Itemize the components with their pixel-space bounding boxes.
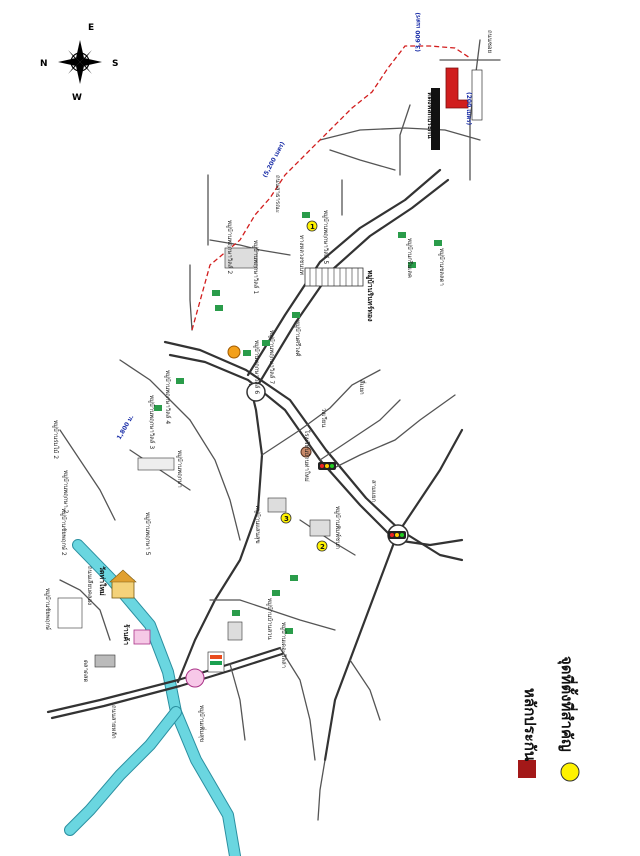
distance-label-1: (3,600 เมตร) (415, 12, 422, 52)
label-11: หมู่บ้านรินทร์ทอง (365, 270, 375, 322)
label-14: โรงเรียนบ้านท่าใหม่ (303, 430, 311, 482)
shop-icon (133, 629, 151, 645)
school-icon (94, 654, 116, 668)
distance-label-2: (5,200 เมตร) (262, 140, 287, 179)
label-02: หมู่บ้านพฤกษา 2 (62, 470, 69, 514)
label-03: หมู่บ้านร่มไม้ 2 (52, 420, 60, 459)
label-07: หมู่บ้านพฤกษา 5 (144, 512, 151, 556)
label-30: ถนนสาธารณะ (274, 175, 281, 213)
compass-rose: E N S W (40, 23, 118, 103)
legend: หลักประกัน จุดที่ตั้งที่สำคัญ (518, 656, 580, 782)
legend-label-landmark: จุดที่ตั้งที่สำคัญ (557, 656, 579, 752)
label-22: หมู่บ้านบ้านสวน (266, 598, 273, 640)
label-06: หมู่บ้านพฤกษาวิลล์ 4 (164, 370, 172, 424)
label-27: หมู่บ้านพิมพ์ชนก (334, 506, 342, 549)
major-roads (46, 168, 464, 762)
label-25: หมู่บ้านพฤกษาวิลล์ 2 (226, 220, 234, 274)
compass-e: E (88, 23, 94, 33)
label-34: สี่แยก (358, 380, 366, 395)
label-29: ที่ตั้งหลักประกัน (426, 92, 437, 139)
village-block-hatch (304, 267, 364, 287)
label-26: หมู่บ้านพฤกษาวิลล์ 5 (322, 210, 330, 264)
label-17: ร้านค้า (122, 624, 131, 645)
label-35: สามแยก (370, 480, 377, 502)
distance-label-4: 1,800 ม. (116, 414, 136, 441)
route-to-collateral (191, 45, 471, 331)
label-28: หมู่บ้านเพิ่มสุข (198, 705, 206, 742)
label-13: หมู่บ้านชลลดา (438, 248, 445, 286)
marker-2: 2 (316, 540, 328, 552)
gas-station-icon (227, 345, 241, 359)
temple-icon (109, 569, 137, 599)
marker-1: 1 (306, 220, 318, 232)
marker-2-label: 2 (320, 543, 325, 551)
compass-n: N (40, 59, 48, 69)
minor-roads (59, 39, 501, 821)
label-04: หมู่บ้านพฤกษา (176, 450, 183, 488)
distance-label-3: (200 เมตร) (465, 92, 472, 125)
label-15: ถนนเลียบคลอง (86, 566, 94, 605)
marker-3: 3 (280, 512, 292, 524)
marker-3-label: 3 (284, 515, 289, 523)
compass-w: W (72, 93, 82, 103)
village-icons (154, 212, 442, 634)
store-7eleven-icon (207, 651, 225, 673)
label-20: หมู่บ้านชัยพฤกษ์ 2 (60, 508, 68, 556)
place-labels: หมู่บ้านชัยพฤกษ์ หมู่บ้านพฤกษา 2 หมู่บ้า… (44, 30, 493, 742)
police-icon (300, 446, 312, 458)
legend-label-collateral: หลักประกัน (521, 688, 539, 762)
label-18: วัดท่าใหม่ (98, 566, 107, 596)
compass-s: S (112, 59, 118, 69)
label-33: วงเวียน (320, 408, 328, 427)
label-23: หมู่บ้านเดอะวิลล่า (280, 622, 287, 668)
label-19: ตลาดสด (82, 660, 89, 683)
label-21: หมู่บ้านแสนสุข (254, 505, 261, 544)
hospital-icon (185, 668, 205, 688)
label-01: หมู่บ้านชัยพฤกษ์ (44, 588, 52, 630)
label-24: หมู่บ้านพฤกษาวิลล์ 1 (252, 240, 260, 294)
label-08: หมู่บ้านพฤกษาวิลล์ 6 (253, 340, 261, 394)
label-31: ถนนซอย (486, 30, 493, 53)
label-32: ทางหลวงชนบท (298, 235, 305, 275)
marker-1-label: 1 (310, 223, 315, 231)
traffic-light-2 (388, 531, 406, 539)
traffic-light-1 (318, 462, 336, 470)
label-09: หมู่บ้านพฤกษาวิลล์ 7 (268, 330, 276, 384)
label-16: ถนนสายหลัก (110, 705, 117, 739)
legend-swatch-landmark (560, 762, 580, 782)
legend-swatch-collateral (518, 760, 536, 778)
label-10: หมู่บ้านศรีวงศ์ (294, 320, 302, 357)
village-block-grid (57, 247, 331, 641)
label-12: หมู่บ้านกรีนเลค (406, 238, 414, 278)
label-05: หมู่บ้านพฤกษาวิลล์ 3 (148, 395, 156, 449)
roundabout-1 (246, 382, 266, 402)
collateral-property (431, 67, 483, 150)
